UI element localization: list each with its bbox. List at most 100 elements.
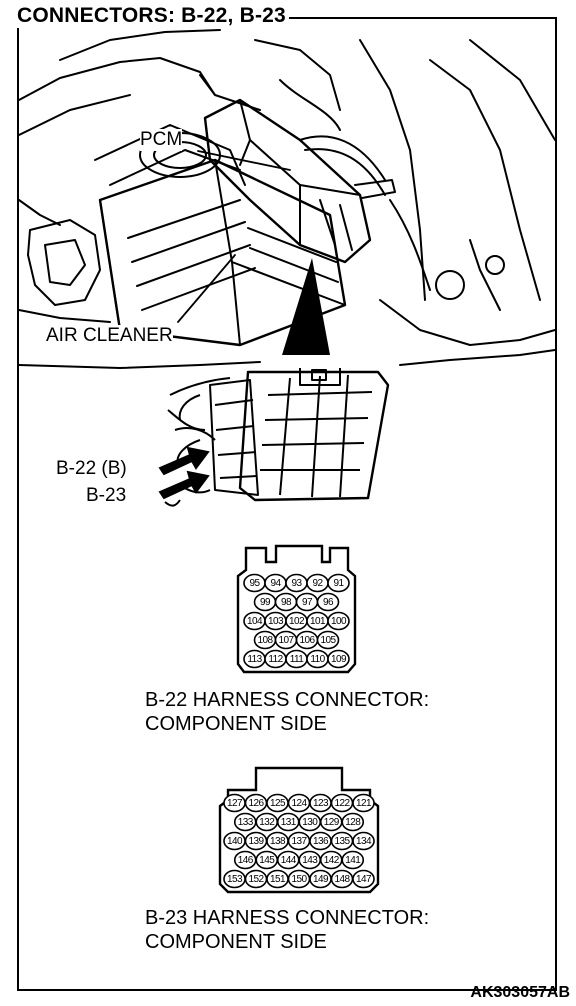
- b22-pin-109: 109: [327, 649, 350, 669]
- pcm-closeup-illustration: [167, 368, 390, 502]
- b22-pin-number: 103: [268, 616, 284, 627]
- b22-pin-100: 100: [327, 611, 350, 631]
- b23-pin-number: 123: [313, 798, 329, 809]
- b23-pin-number: 124: [292, 798, 308, 809]
- b22-pin-number: 107: [279, 635, 295, 646]
- b22-pin-number: 92: [313, 578, 324, 589]
- b23-pin-153: 153: [223, 869, 246, 889]
- b22-pin-93: 93: [285, 573, 308, 593]
- b22-pin-107: 107: [274, 630, 298, 650]
- b22-pin-number: 112: [268, 654, 283, 665]
- b23-pin-143: 143: [298, 850, 322, 870]
- b22-pin-91: 91: [327, 573, 350, 593]
- b23-caption-line2: COMPONENT SIDE: [145, 931, 327, 953]
- b22-pin-96: 96: [316, 592, 340, 612]
- b23-pin-number: 142: [324, 855, 340, 866]
- b23-pin-139: 139: [244, 831, 268, 851]
- b22-pin-95: 95: [243, 573, 266, 593]
- b23-pin-number: 152: [249, 874, 265, 885]
- b22-caption-line2: COMPONENT SIDE: [145, 713, 327, 735]
- b23-pin-number: 146: [238, 855, 254, 866]
- page-title: CONNECTORS: B-22, B-23: [14, 4, 289, 28]
- b22-pin-number: 94: [271, 578, 282, 589]
- b23-pin-number: 135: [335, 836, 351, 847]
- b23-pin-151: 151: [266, 869, 289, 889]
- b23-pin-134: 134: [352, 831, 375, 851]
- b23-pin-number: 151: [270, 874, 286, 885]
- b23-pin-number: 125: [270, 798, 286, 809]
- b23-connector-label: B-23: [86, 485, 127, 506]
- b23-connector-outline: [218, 766, 380, 894]
- b22-pin-number: 106: [300, 635, 316, 646]
- b23-pin-125: 125: [266, 793, 289, 813]
- b23-pin-number: 144: [281, 855, 297, 866]
- b23-pin-number: 127: [227, 798, 243, 809]
- b22-pin-112: 112: [264, 649, 287, 669]
- b23-pin-128: 128: [341, 812, 365, 832]
- b22-pin-number: 97: [302, 597, 313, 608]
- b23-pin-number: 138: [270, 836, 286, 847]
- b23-pin-146: 146: [233, 850, 257, 870]
- b22-pin-110: 110: [306, 649, 329, 669]
- b23-pin-number: 136: [313, 836, 329, 847]
- b23-pin-141: 141: [341, 850, 365, 870]
- b22-pin-number: 101: [310, 616, 326, 627]
- document-id: AK303057AB: [470, 984, 570, 1001]
- b23-pin-124: 124: [287, 793, 311, 813]
- b23-pin-136: 136: [309, 831, 332, 851]
- b23-pin-121: 121: [352, 793, 375, 813]
- b23-pin-148: 148: [330, 869, 354, 889]
- b22-pin-number: 104: [247, 616, 263, 627]
- b22-pin-number: 108: [258, 635, 274, 646]
- b22-pin-number: 99: [260, 597, 271, 608]
- b22-pin-number: 96: [323, 597, 334, 608]
- b23-pin-number: 128: [345, 817, 361, 828]
- b23-pin-133: 133: [233, 812, 257, 832]
- b23-pin-142: 142: [319, 850, 343, 870]
- b23-pin-number: 130: [302, 817, 318, 828]
- b23-pin-number: 143: [302, 855, 318, 866]
- b22-pin-number: 105: [321, 635, 337, 646]
- connector-arrows: [158, 446, 210, 507]
- b23-pin-number: 122: [335, 798, 351, 809]
- b22-pin-number: 110: [310, 654, 325, 665]
- b23-pin-149: 149: [309, 869, 332, 889]
- b23-pin-130: 130: [298, 812, 322, 832]
- b22-pin-number: 100: [331, 616, 347, 627]
- b23-pin-number: 137: [292, 836, 308, 847]
- b23-pin-126: 126: [244, 793, 268, 813]
- b23-pin-number: 140: [227, 836, 243, 847]
- b23-pin-number: 150: [292, 874, 308, 885]
- b22-pin-113: 113: [243, 649, 266, 669]
- b22-pin-111: 111: [285, 649, 308, 669]
- b22-pin-94: 94: [264, 573, 287, 593]
- b22-pin-98: 98: [274, 592, 298, 612]
- b22-pin-92: 92: [306, 573, 329, 593]
- pointer-wedge: [282, 258, 330, 355]
- b22-pin-104: 104: [243, 611, 266, 631]
- b22-pin-108: 108: [253, 630, 277, 650]
- b23-pin-number: 133: [238, 817, 254, 828]
- b23-pin-number: 132: [259, 817, 275, 828]
- pcm-label: PCM: [140, 129, 183, 151]
- b23-pin-number: 121: [356, 798, 372, 809]
- b23-pin-number: 134: [356, 836, 372, 847]
- b23-caption-line1: B-23 HARNESS CONNECTOR:: [145, 907, 430, 929]
- engine-bay-illustration: [18, 29, 556, 369]
- b22-pin-number: 95: [250, 578, 261, 589]
- b22-pin-number: 111: [290, 654, 304, 665]
- b22-pin-103: 103: [264, 611, 287, 631]
- b23-pin-number: 139: [249, 836, 265, 847]
- b23-pin-number: 145: [259, 855, 275, 866]
- b23-pin-number: 126: [249, 798, 265, 809]
- b22-pin-105: 105: [316, 630, 340, 650]
- b23-pin-131: 131: [276, 812, 300, 832]
- b23-pin-number: 131: [281, 817, 297, 828]
- b22-pin-99: 99: [253, 592, 277, 612]
- b23-pin-140: 140: [223, 831, 246, 851]
- b22-pin-102: 102: [285, 611, 308, 631]
- b23-pin-150: 150: [287, 869, 311, 889]
